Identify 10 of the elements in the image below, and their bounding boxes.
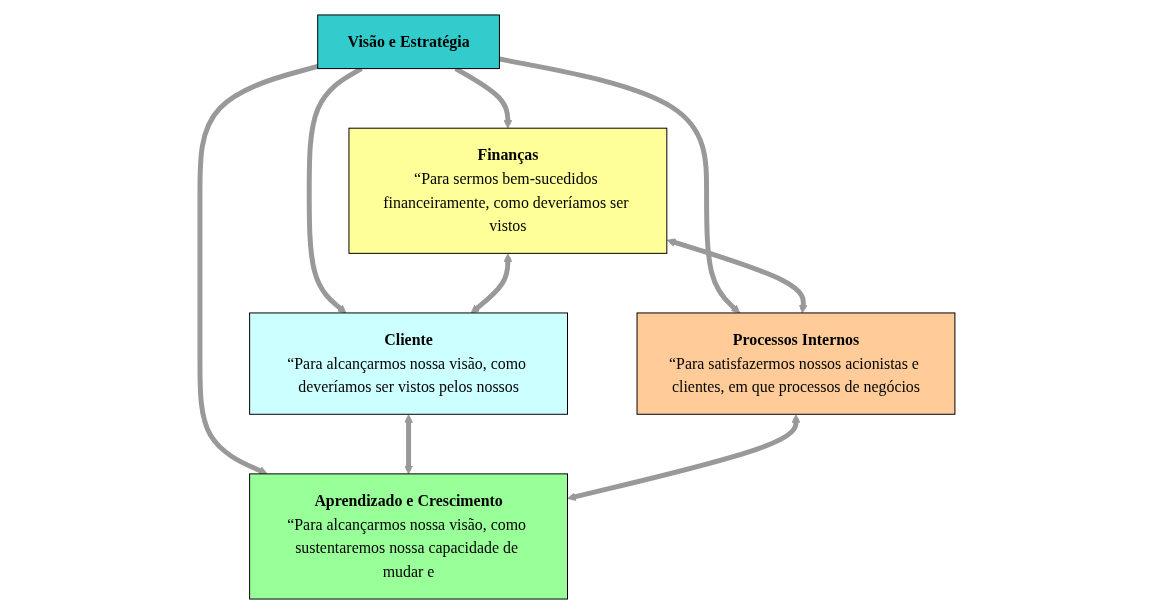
arrow xyxy=(403,413,413,474)
node-box: Cliente “Para alcançarmos nossa visão, como deveríamos ser vistos pelos nossos xyxy=(248,311,568,415)
arrow xyxy=(566,413,800,501)
node-box: Processos Internos “Para satisfazermos nossos acionistas e clientes, em que processos de negócios xyxy=(636,311,955,415)
node-box: Aprendizado e Crescimento “Para alcançarmos nossa visão, como sustentaremos nossa capacidade de mudar e xyxy=(248,472,568,600)
node-box: Finanças “Para sermos bem-sucedidos financeiramente, como deveríamos ser vistos xyxy=(348,127,667,254)
arrow xyxy=(197,63,318,475)
arrow xyxy=(498,56,740,313)
node-box: Visão e Estratégia xyxy=(316,13,500,69)
arrow xyxy=(666,237,808,313)
